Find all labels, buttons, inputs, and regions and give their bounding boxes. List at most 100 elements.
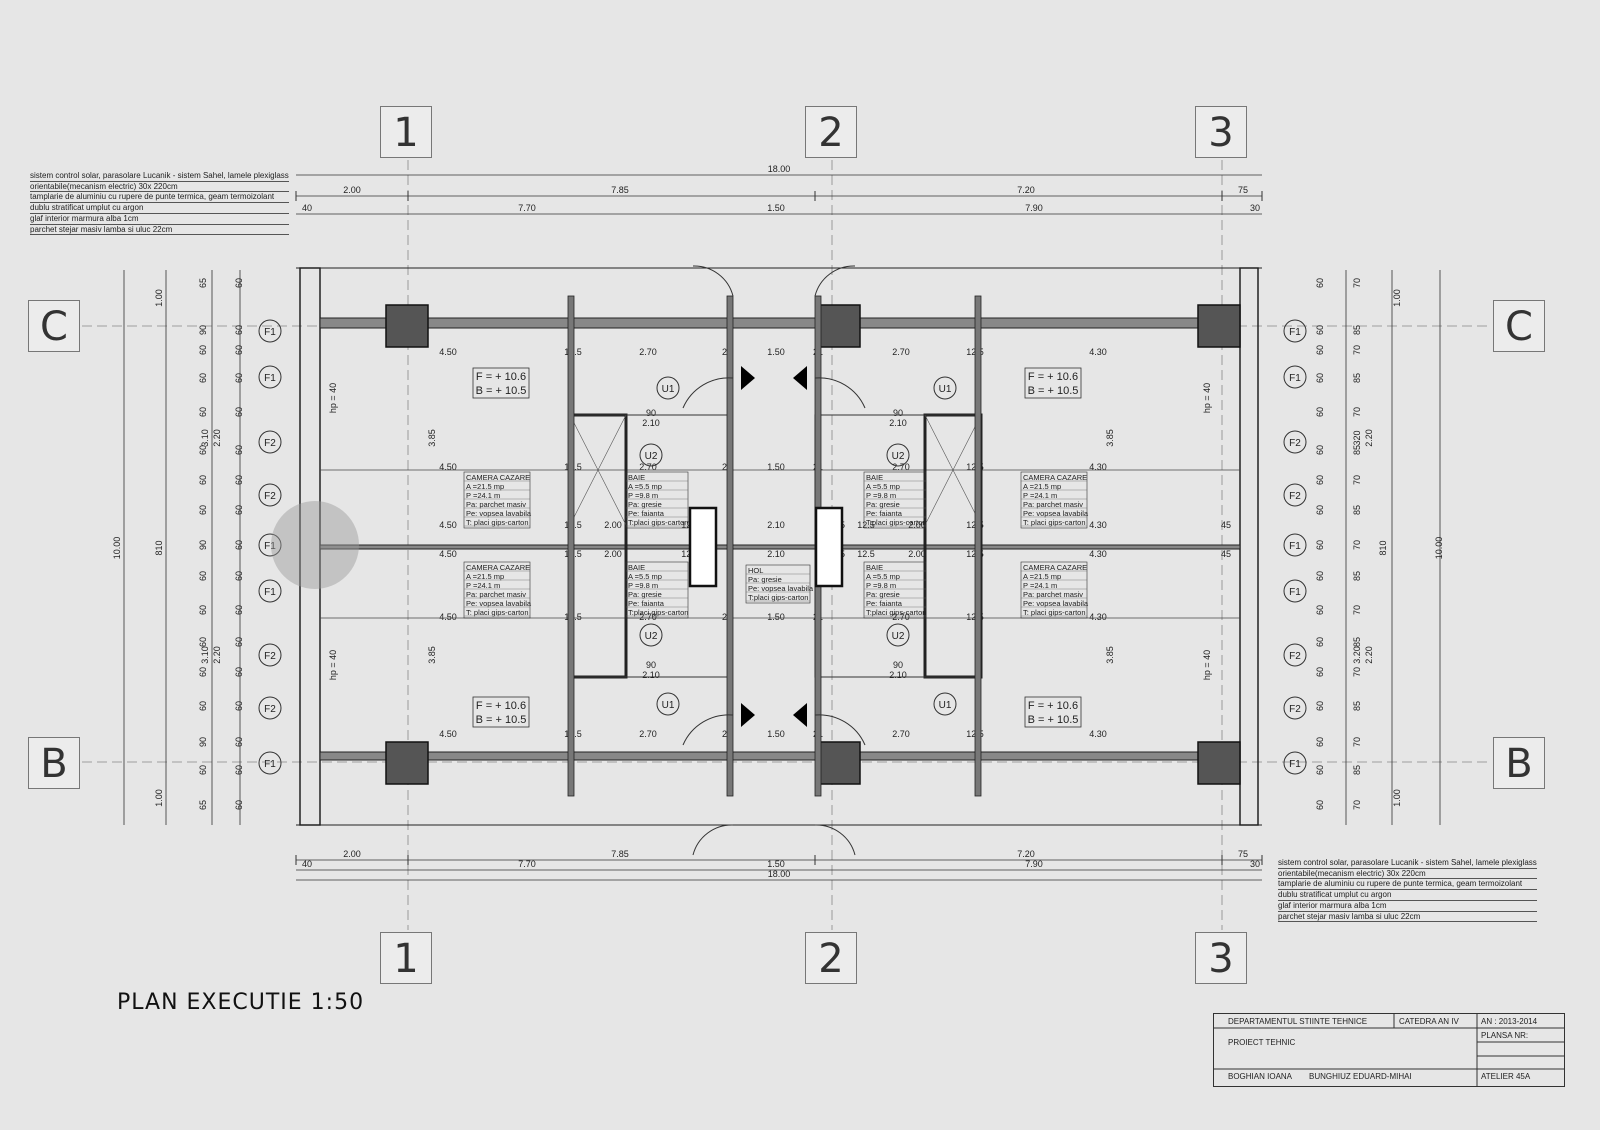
dim-label: hp = 40 (328, 383, 338, 413)
room-info-line: A =21.5 mp (466, 572, 504, 581)
title-block: DEPARTAMENTUL STIINTE TEHNICE CATEDRA AN… (1213, 1013, 1565, 1087)
dim-label: 4.30 (1089, 347, 1107, 357)
room-info-box (1020, 471, 1088, 529)
window-tag-circle (258, 319, 282, 343)
interior-wall (567, 295, 575, 797)
window-tag: F2 (264, 438, 276, 449)
room-info-line: P =9.8 m (866, 491, 896, 500)
corridor-wall (319, 544, 1241, 550)
dim-label: 2.00 (604, 520, 622, 530)
note-line: sistem control solar, parasolare Lucanik… (1278, 858, 1537, 869)
room-name: CAMERA CAZARE (1023, 473, 1087, 482)
window-tag-circle (1283, 365, 1307, 389)
dim-label: 85 (1352, 701, 1362, 711)
window-tag-circle (1283, 579, 1307, 603)
dim-label: 7.20 (1017, 185, 1035, 195)
window-tag: F1 (264, 327, 276, 338)
door-dim: 2.10 (889, 418, 907, 428)
room-info-line: Pe: vopsea lavabila (1023, 599, 1089, 608)
axis-2-top: 2 (805, 106, 857, 158)
dim-label: 60 (1315, 765, 1325, 775)
dim-label: 2.20 (1364, 646, 1374, 664)
window-tag: F2 (264, 651, 276, 662)
tb-sheet: PLANSA NR: (1481, 1031, 1529, 1040)
dim-label: 2.70 (639, 347, 657, 357)
dim-label: 60 (234, 737, 244, 747)
dim-label: 70 (1352, 605, 1362, 615)
room-info-line: A =5.5 mp (866, 482, 900, 491)
door-tag-circle (639, 443, 663, 467)
room-info-line: Pe: faianta (866, 509, 903, 518)
window-tag-circle (258, 579, 282, 603)
door-tag: U1 (939, 700, 952, 711)
dim-label: 60 (198, 765, 208, 775)
dim-label: 810 (1378, 540, 1388, 555)
room-info-box (745, 564, 811, 604)
dim-label: 4.50 (439, 347, 457, 357)
door-swing (692, 824, 734, 856)
dim-label: 12.5 (857, 549, 875, 559)
window-tag: F2 (1289, 704, 1301, 715)
dim-label: 4.30 (1089, 729, 1107, 739)
dim-label: 60 (1315, 505, 1325, 515)
window-tag: F2 (1289, 651, 1301, 662)
dim-label: 2.10 (767, 549, 785, 559)
dim-label: 4.50 (439, 549, 457, 559)
room-info-line: P =24.1 m (1023, 581, 1057, 590)
dim-label: 3.85 (427, 429, 437, 447)
room-name: CAMERA CAZARE (466, 563, 530, 572)
dim-label: 60 (198, 667, 208, 677)
door-tag-circle (886, 443, 910, 467)
door-tag: U2 (645, 451, 658, 462)
structural-column (385, 304, 429, 348)
dim-label: 90 (198, 325, 208, 335)
dim-label: 70 (1352, 667, 1362, 677)
dim-label: 60 (198, 605, 208, 615)
axis-1-bottom: 1 (380, 932, 432, 984)
dim-label: 1.00 (1392, 789, 1402, 807)
dim-label: 320 (1352, 430, 1362, 445)
note-line: tamplarie de aluminiu cu rupere de punte… (1278, 879, 1537, 891)
dim-label: 2.70 (639, 729, 657, 739)
dim-label: 60 (1315, 571, 1325, 581)
dim-label: 2.00 (343, 849, 361, 859)
window-tag-circle (1283, 483, 1307, 507)
window-tag-circle (258, 751, 282, 775)
dim-label: 70 (1352, 278, 1362, 288)
room-info-line: P =9.8 m (628, 491, 658, 500)
dim-label: 70 (1352, 800, 1362, 810)
room-info-box (625, 561, 689, 619)
dim-label: 4.50 (439, 729, 457, 739)
plan-title: PLAN EXECUTIE 1:50 (117, 990, 365, 1015)
dim-label: 75 (1238, 849, 1248, 859)
note-line: dublu stratificat umplut cu argon (1278, 890, 1537, 901)
room-info-box (863, 471, 927, 529)
window-tag: F1 (264, 759, 276, 770)
room-info-line: T: placi gips-carton (1023, 608, 1086, 617)
door-tag-circle (886, 623, 910, 647)
room-info-box (463, 561, 531, 619)
dim-label: 65 (198, 278, 208, 288)
window-tag-circle (1283, 319, 1307, 343)
axis-3-top: 3 (1195, 106, 1247, 158)
room-info-line: T: placi gips-carton (466, 608, 529, 617)
dim-label: 3.10 (200, 429, 210, 447)
dim-label: 65 (198, 800, 208, 810)
door-tag: U2 (645, 631, 658, 642)
dim-label: 2.70 (639, 612, 657, 622)
dim-label: 7.90 (1025, 859, 1043, 869)
dim-label: 3.85 (1105, 646, 1115, 664)
dim-label: 90 (198, 737, 208, 747)
tb-year: AN : 2013-2014 (1481, 1017, 1538, 1026)
room-info-box (863, 561, 927, 619)
dim-label: 4.50 (439, 462, 457, 472)
door-swing (692, 265, 734, 297)
dim-label: 2.00 (908, 520, 926, 530)
dim-label: 60 (1315, 475, 1325, 485)
window-tag: F2 (264, 491, 276, 502)
dim-label: 2.70 (892, 462, 910, 472)
window-tag-circle (258, 483, 282, 507)
window-tag-circle (1283, 751, 1307, 775)
